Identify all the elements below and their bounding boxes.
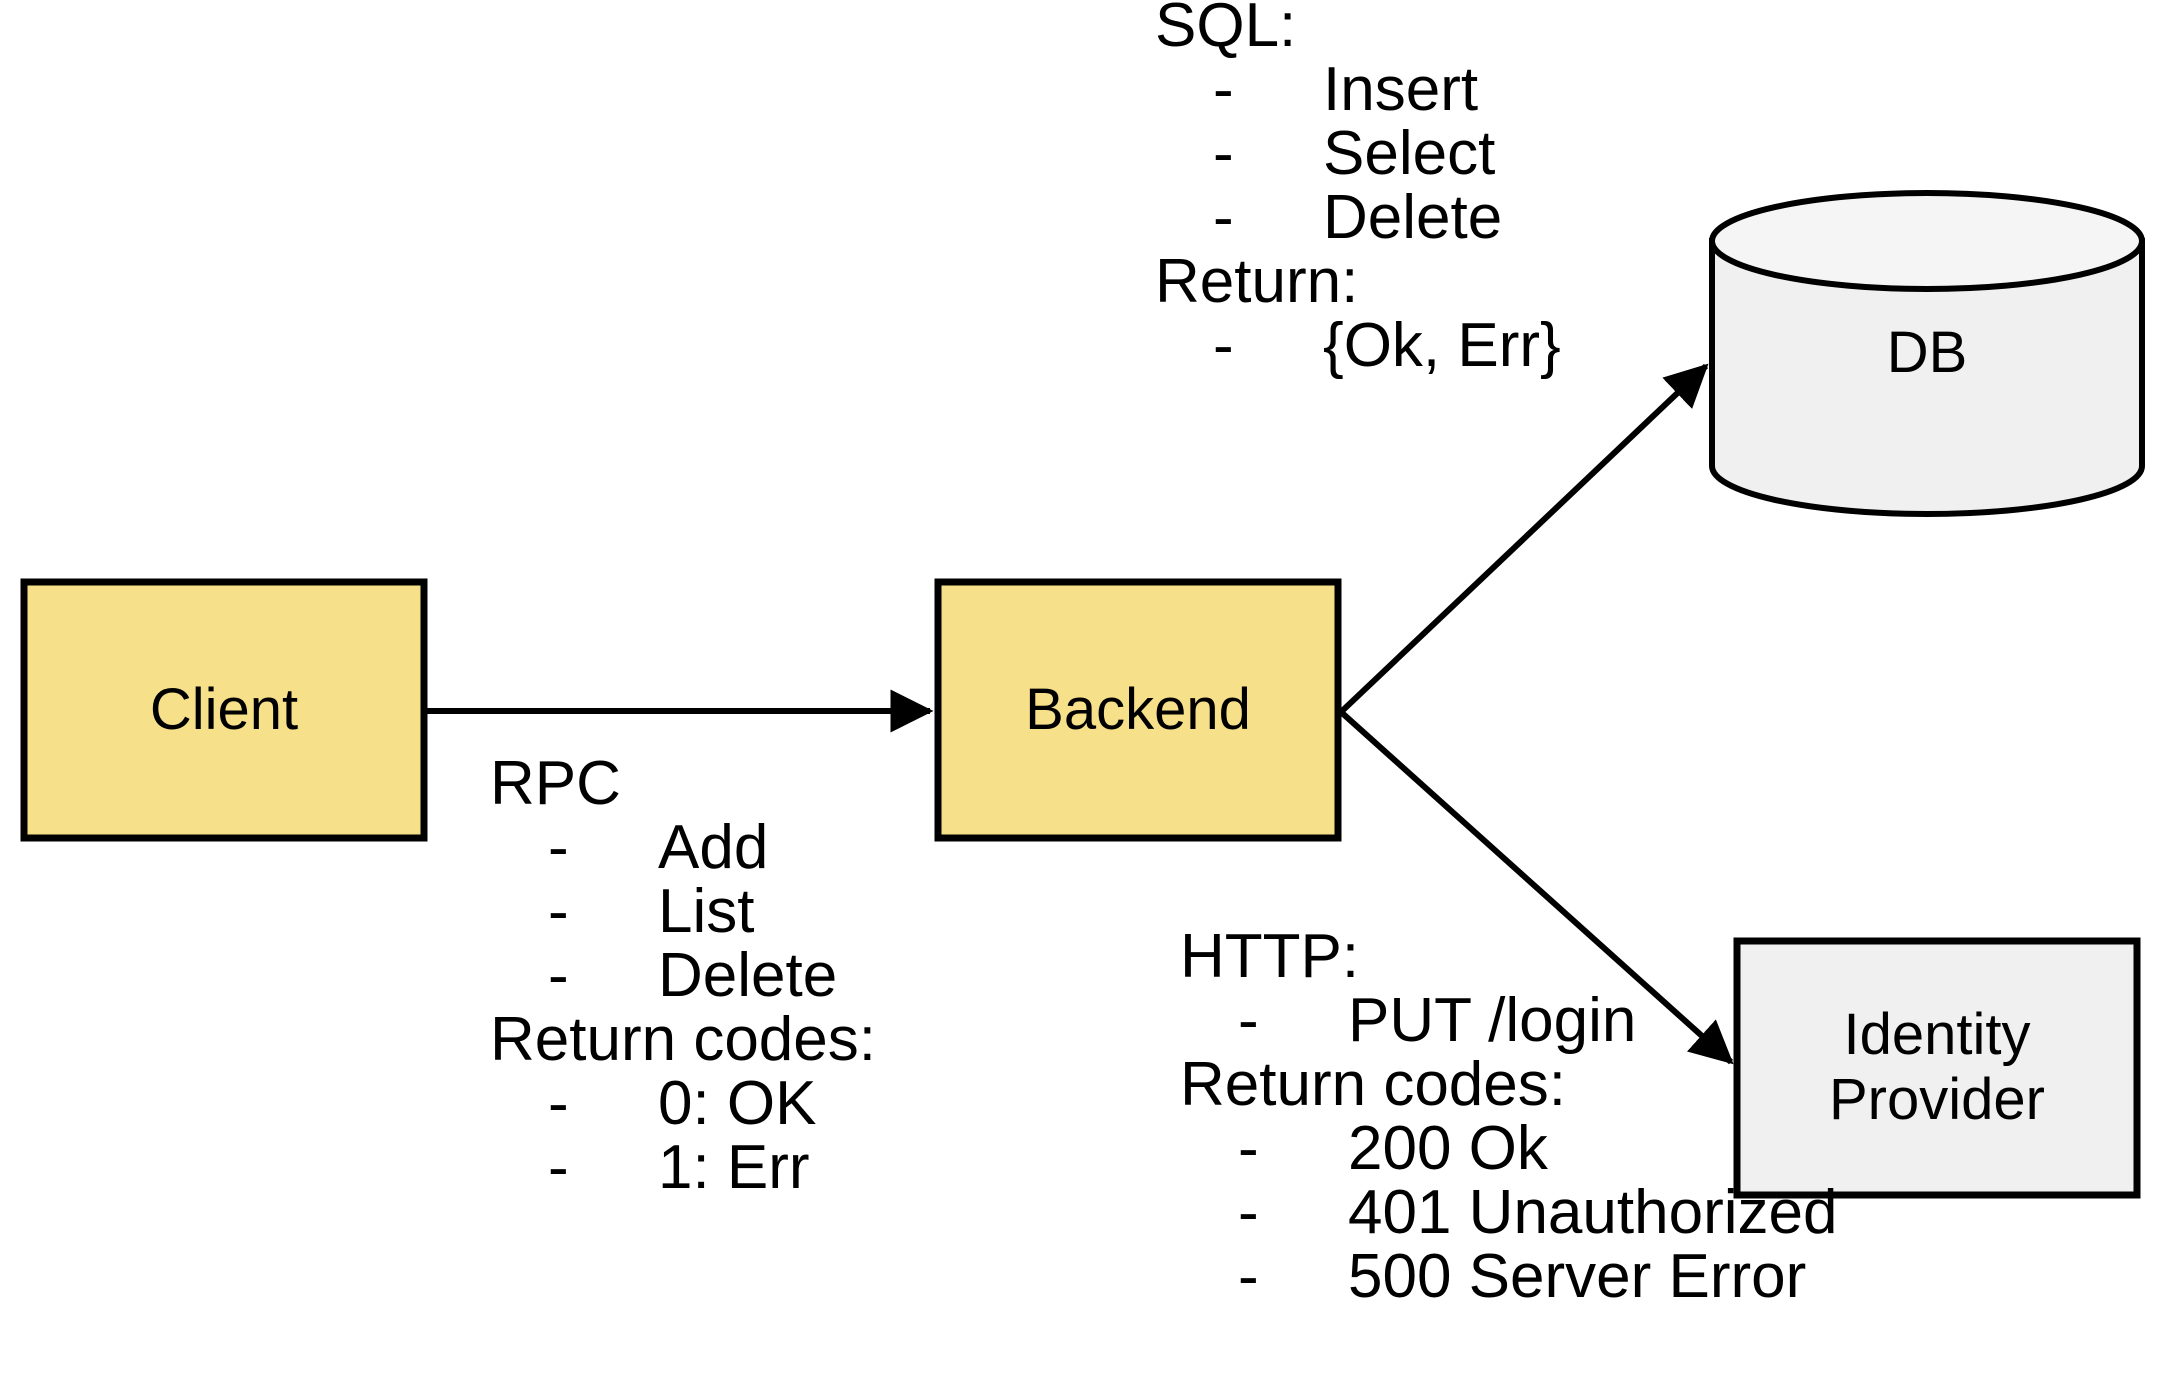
http-return-text: 200 Ok <box>1348 1114 1548 1183</box>
http-return-text: 500 Server Error <box>1348 1242 1807 1311</box>
rpc-return-item: - 1: Err <box>490 1136 876 1200</box>
sql-item-text: Delete <box>1323 183 1503 252</box>
node-idp-label: Identity Provider <box>1737 941 2137 1195</box>
http-return-item: - 500 Server Error <box>1180 1242 1806 1311</box>
rpc-item-text: Add <box>658 813 769 882</box>
bullet-dash: - <box>1213 55 1234 124</box>
node-idp-text-line2: Provider <box>1829 1067 2045 1132</box>
bullet-dash: - <box>548 1133 569 1202</box>
annotation-rpc: RPC - Add - List - Delete Return codes: … <box>490 752 876 1200</box>
node-client-text: Client <box>149 676 299 742</box>
edge-backend-to-db <box>1338 363 1709 715</box>
bullet-dash: - <box>1238 1242 1259 1311</box>
bullet-dash: - <box>548 813 569 882</box>
bullet-dash: - <box>1238 986 1259 1055</box>
bullet-dash: - <box>548 941 569 1010</box>
http-return-item: - 401 Unauthorized <box>1180 1178 1837 1247</box>
bullet-dash: - <box>1238 1178 1259 1247</box>
rpc-item: - List <box>490 880 876 944</box>
http-returns-header: Return codes: <box>1180 1050 1566 1119</box>
sql-return-text: {Ok, Err} <box>1323 311 1561 380</box>
http-return-text: 401 Unauthorized <box>1348 1178 1838 1247</box>
bullet-dash: - <box>548 877 569 946</box>
sql-item: - Select <box>1155 119 1495 188</box>
sql-item: - Delete <box>1155 183 1502 252</box>
bullet-dash: - <box>1213 183 1234 252</box>
http-header: HTTP: <box>1180 922 1360 991</box>
node-backend-text: Backend <box>1025 676 1251 742</box>
sql-item-text: Insert <box>1323 55 1479 124</box>
annotation-http: HTTP: - PUT /login Return codes: - 200 O… <box>1180 922 1837 1311</box>
sql-item-text: Select <box>1323 119 1496 188</box>
rpc-returns-header: Return codes: <box>490 1005 876 1074</box>
annotation-sql: SQL: - Insert - Select - Delete Return: … <box>1155 0 1561 380</box>
node-db-label: DB <box>1712 240 2142 466</box>
sql-item: - Insert <box>1155 55 1478 124</box>
http-return-item: - 200 Ok <box>1180 1117 1566 1181</box>
sql-returns-header: Return: <box>1155 247 1359 316</box>
node-client-label: Client <box>24 582 424 838</box>
bullet-dash: - <box>1213 311 1234 380</box>
sql-header: SQL: <box>1155 0 1297 60</box>
node-db-text: DB <box>1886 319 1968 385</box>
bullet-dash: - <box>1238 1114 1259 1183</box>
http-item: - PUT /login <box>1180 986 1636 1055</box>
rpc-item-text: List <box>658 877 755 946</box>
bullet-dash: - <box>1213 119 1234 188</box>
rpc-return-text: 1: Err <box>658 1133 810 1202</box>
sql-return-item: - {Ok, Err} <box>1155 311 1561 380</box>
http-item-text: PUT /login <box>1348 986 1637 1055</box>
bullet-dash: - <box>548 1069 569 1138</box>
rpc-return-item: - 0: OK <box>490 1072 876 1136</box>
rpc-item-text: Delete <box>658 941 838 1010</box>
rpc-item: - Add <box>490 816 876 880</box>
rpc-return-text: 0: OK <box>658 1069 817 1138</box>
node-backend-label: Backend <box>938 582 1338 838</box>
rpc-header: RPC <box>490 749 621 818</box>
node-idp-text-line1: Identity <box>1843 1002 2031 1068</box>
rpc-item: - Delete <box>490 944 876 1008</box>
